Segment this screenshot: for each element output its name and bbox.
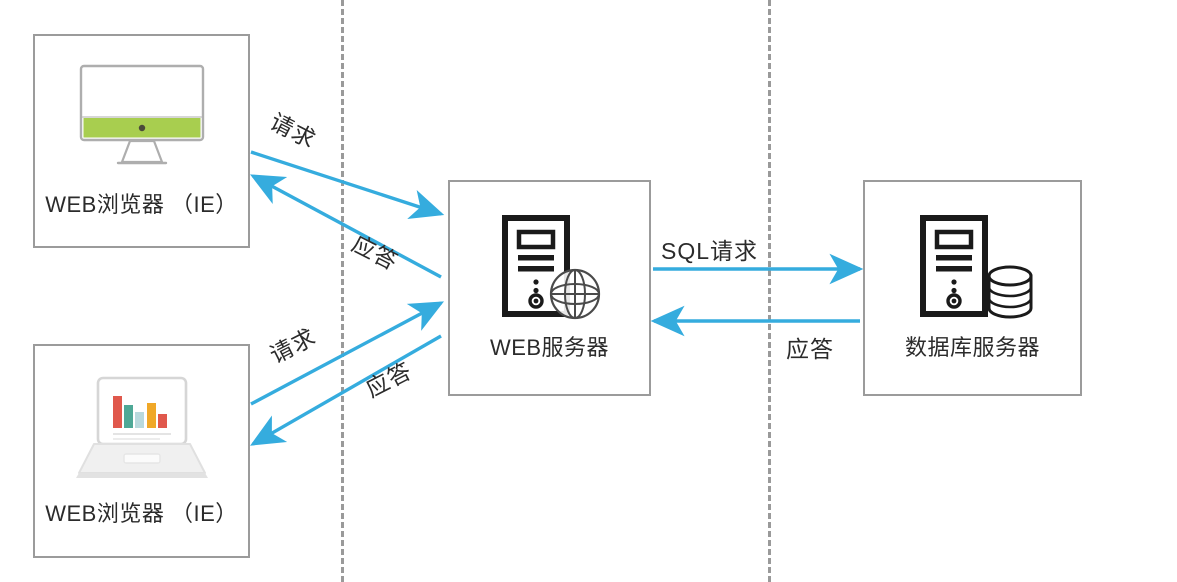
- node-label-browser-bottom: WEB浏览器 （IE）: [45, 501, 238, 526]
- edge-label-request-bottom: 请求: [265, 323, 321, 369]
- node-browser-bottom[interactable]: WEB浏览器 （IE）: [33, 344, 250, 558]
- zone-divider-left: [341, 0, 344, 582]
- server-database-icon: [913, 214, 1033, 322]
- node-web-server[interactable]: WEB服务器: [448, 180, 651, 396]
- arrow-response-top: [250, 174, 442, 279]
- edge-label-request-top: 请求: [265, 108, 321, 154]
- node-label-db-server: 数据库服务器: [904, 335, 1040, 360]
- laptop-chart-icon: [72, 374, 212, 486]
- node-browser-top[interactable]: WEB浏览器 （IE）: [33, 34, 250, 248]
- node-label-browser-top: WEB浏览器 （IE）: [45, 192, 238, 217]
- edge-label-response-bottom: 应答: [361, 357, 417, 403]
- zone-divider-right: [768, 0, 771, 582]
- edge-label-sql-request: SQL请求: [661, 238, 759, 264]
- node-db-server[interactable]: 数据库服务器: [863, 180, 1082, 396]
- node-label-web-server: WEB服务器: [489, 335, 610, 360]
- arrow-request-top: [250, 150, 445, 220]
- edge-label-sql-response: 应答: [786, 336, 834, 362]
- desktop-monitor-icon: [78, 63, 206, 169]
- edge-label-response-top: 应答: [347, 230, 403, 276]
- server-globe-icon: [495, 214, 605, 322]
